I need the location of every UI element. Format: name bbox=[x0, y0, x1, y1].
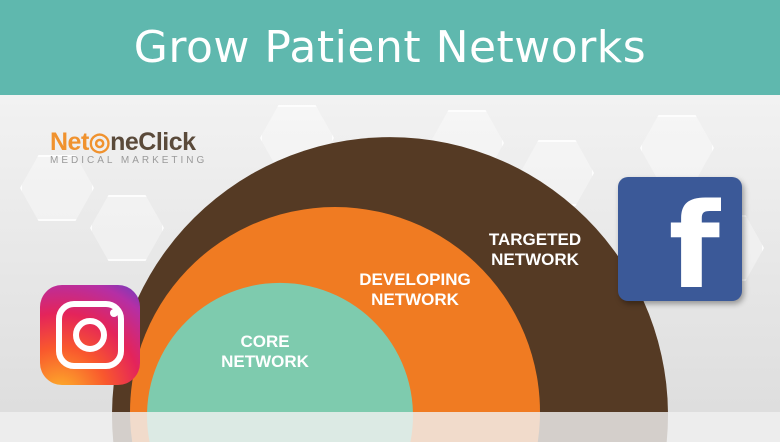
netoneclick-logo: Net◎neClick MEDICAL MARKETING bbox=[50, 127, 207, 166]
core-network-label: CORE NETWORK bbox=[210, 332, 320, 372]
label-line: CORE bbox=[240, 332, 290, 351]
label-line: NETWORK bbox=[221, 352, 309, 371]
targeted-network-label: TARGETED NETWORK bbox=[470, 230, 600, 270]
logo-text-2: neClick bbox=[110, 128, 196, 156]
logo-tagline: MEDICAL MARKETING bbox=[50, 155, 208, 166]
logo-o-icon: ◎ bbox=[88, 128, 111, 156]
facebook-icon: f bbox=[618, 177, 742, 301]
header-banner: Grow Patient Networks bbox=[0, 0, 780, 95]
page-title: Grow Patient Networks bbox=[133, 22, 647, 73]
instagram-icon bbox=[40, 285, 140, 385]
label-line: DEVELOPING bbox=[359, 270, 471, 289]
bottom-fade-overlay bbox=[0, 412, 780, 442]
developing-network-label: DEVELOPING NETWORK bbox=[345, 270, 485, 310]
label-line: TARGETED bbox=[488, 230, 582, 249]
core-network-ring bbox=[147, 282, 413, 442]
logo-text-1: Net bbox=[50, 128, 89, 156]
label-line: NETWORK bbox=[491, 250, 579, 269]
label-line: NETWORK bbox=[371, 290, 459, 309]
